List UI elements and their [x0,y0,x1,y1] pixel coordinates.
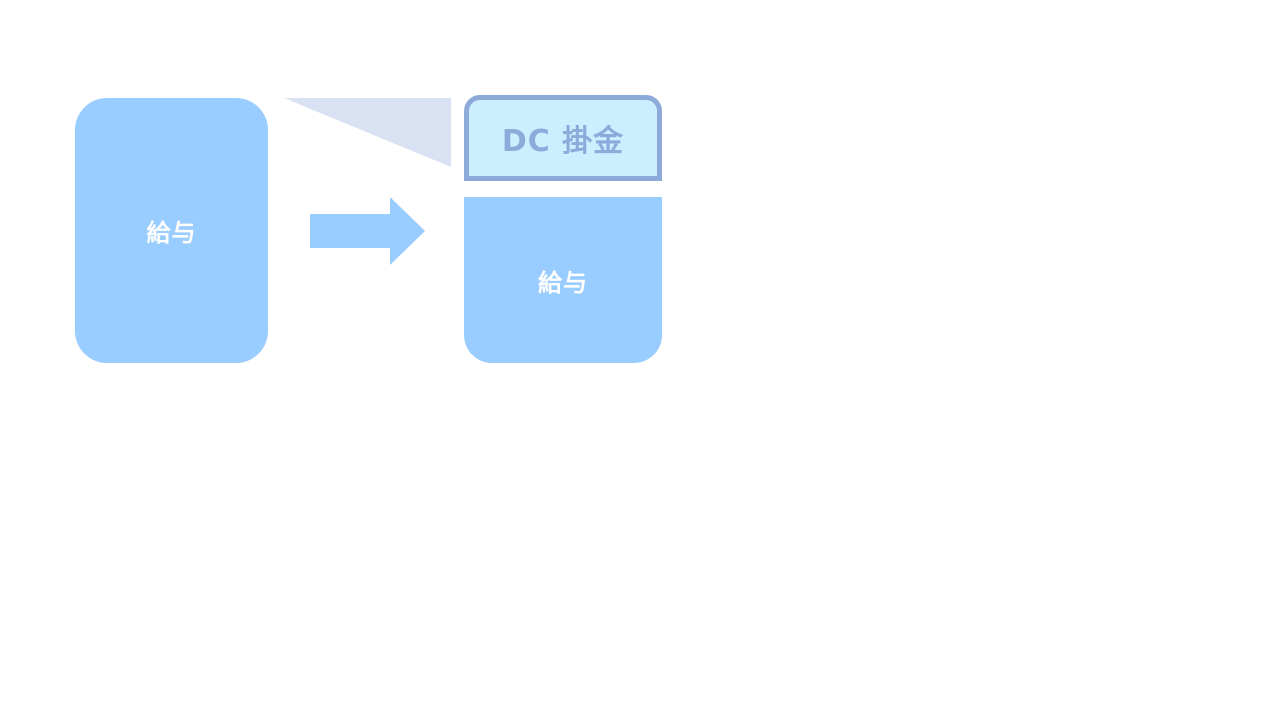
dc-contribution-label: DC 掛金 [501,124,625,159]
right-arrow-icon [310,197,425,265]
salary-after-label: 給与 [538,268,588,297]
salary-after-block: 給与 [464,197,662,363]
salary-before-label: 給与 [146,219,197,247]
salary-before-block: 給与 [75,98,268,363]
dc-contribution-block: DC 掛金 [464,95,662,181]
